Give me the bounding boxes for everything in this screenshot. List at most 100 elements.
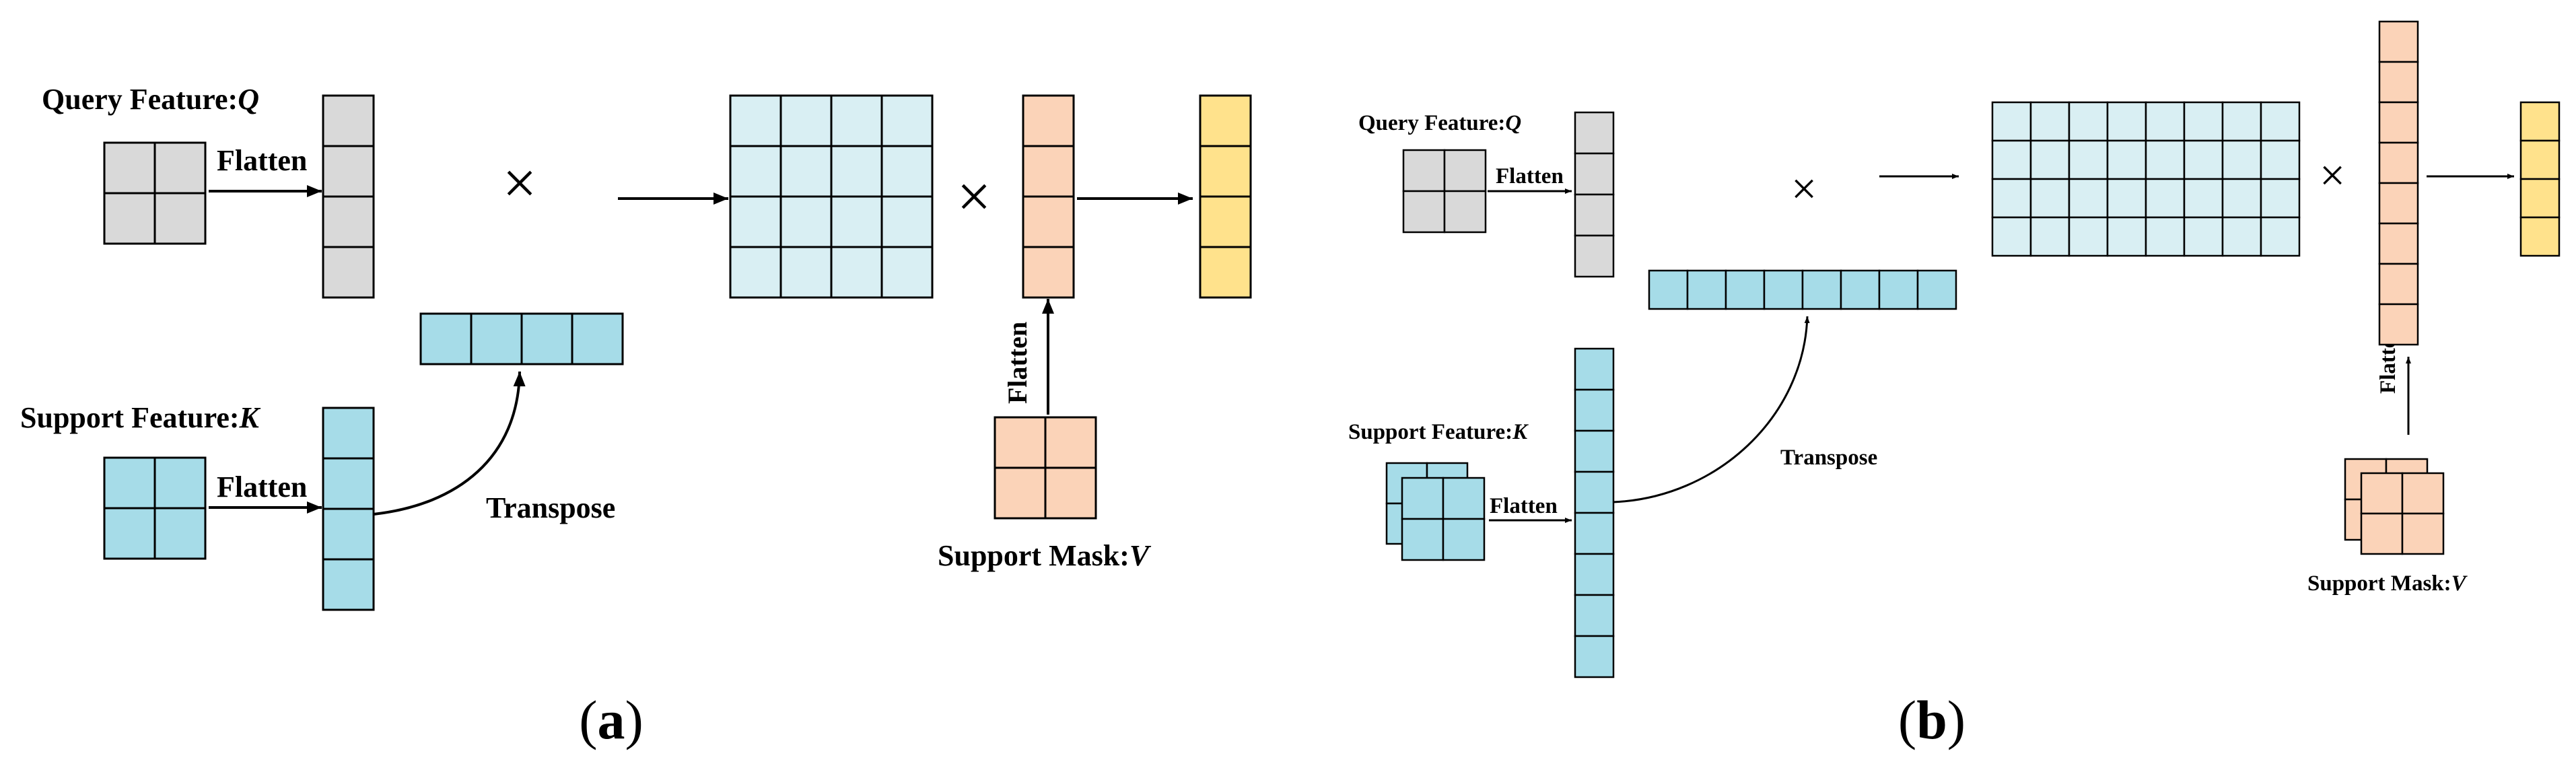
cell xyxy=(1402,190,1446,234)
cell xyxy=(1991,139,2032,180)
support-feature-label-b: Support Feature:K xyxy=(1348,420,1529,444)
support-flattened-vector xyxy=(322,407,375,611)
cell xyxy=(2068,139,2109,180)
cell xyxy=(1401,477,1444,520)
cell xyxy=(1916,269,1957,310)
cell xyxy=(2360,472,2404,515)
cell xyxy=(103,192,156,245)
cell xyxy=(1840,269,1881,310)
cell xyxy=(2378,262,2419,306)
cell xyxy=(1443,190,1487,234)
cell xyxy=(2401,472,2445,515)
cell xyxy=(520,312,573,365)
arrow-transpose xyxy=(373,371,526,516)
cell xyxy=(2260,178,2301,219)
cell xyxy=(2378,20,2419,63)
cell xyxy=(1686,269,1727,310)
output-vector xyxy=(1199,94,1252,299)
cell xyxy=(2378,61,2419,104)
cell xyxy=(830,94,883,147)
cell xyxy=(2360,512,2404,555)
cell xyxy=(103,141,156,195)
cell xyxy=(779,195,833,248)
cell xyxy=(1442,477,1486,520)
cell xyxy=(103,456,156,510)
cell xyxy=(2145,139,2186,180)
cell xyxy=(153,456,207,510)
cell xyxy=(1199,145,1252,198)
caption-b: (b) xyxy=(1898,689,1965,750)
cell xyxy=(1044,416,1097,469)
cell xyxy=(322,457,375,510)
cell xyxy=(1991,178,2032,219)
multiply-sign-1: × xyxy=(503,150,537,217)
cell xyxy=(2106,139,2147,180)
support-feature-label: Support Feature:K xyxy=(20,401,261,434)
cell xyxy=(322,195,375,248)
transposed-support-vector xyxy=(419,312,624,365)
cell xyxy=(994,466,1047,520)
cell xyxy=(322,407,375,460)
cell xyxy=(2183,216,2224,257)
cell xyxy=(2260,101,2301,142)
support-mask-stack-b xyxy=(2344,458,2445,555)
cell xyxy=(2221,216,2262,257)
multiply-sign-2: × xyxy=(957,164,991,230)
multiply-sign-2-b: × xyxy=(2320,149,2345,201)
cell xyxy=(2029,216,2070,257)
cell xyxy=(470,312,523,365)
cell xyxy=(1199,94,1252,147)
cell xyxy=(1574,635,1615,678)
cell xyxy=(2068,216,2109,257)
cell xyxy=(880,145,934,198)
cell xyxy=(2106,101,2147,142)
support-feature-stack-b xyxy=(1385,462,1486,561)
mask-flattened-vector-b xyxy=(2378,20,2419,346)
cell xyxy=(2183,101,2224,142)
support-mask-label-b: Support Mask:V xyxy=(2307,571,2468,596)
query-flattened-vector-b xyxy=(1574,111,1615,278)
cell xyxy=(779,145,833,198)
cell xyxy=(322,508,375,561)
cell xyxy=(153,507,207,560)
cell xyxy=(880,195,934,248)
cell xyxy=(2106,216,2147,257)
cell xyxy=(153,192,207,245)
cell xyxy=(779,246,833,299)
flatten-q-label-b: Flatten xyxy=(1496,164,1564,188)
transpose-label: Transpose xyxy=(486,491,615,524)
cell xyxy=(880,94,934,147)
cell xyxy=(994,416,1047,469)
cell xyxy=(1648,269,1689,310)
caption-a: (a) xyxy=(579,689,643,750)
cell xyxy=(322,246,375,299)
cell xyxy=(1574,347,1615,391)
cell xyxy=(1763,269,1804,310)
attention-matrix xyxy=(729,94,934,299)
cell xyxy=(2183,139,2224,180)
cell xyxy=(2519,139,2561,180)
support-mask-grid xyxy=(994,416,1097,520)
cell xyxy=(2519,178,2561,219)
cell xyxy=(1022,145,1075,198)
cell xyxy=(2378,222,2419,265)
cell xyxy=(2378,182,2419,225)
cell xyxy=(2378,101,2419,144)
cell xyxy=(2183,178,2224,219)
mask-flattened-vector xyxy=(1022,94,1075,299)
cell xyxy=(2519,216,2561,257)
query-flattened-vector xyxy=(322,94,375,299)
cell xyxy=(322,94,375,147)
cell xyxy=(729,246,782,299)
cell xyxy=(2221,139,2262,180)
cell xyxy=(103,507,156,560)
query-feature-grid xyxy=(103,141,207,245)
cell xyxy=(2519,101,2561,142)
cell xyxy=(1402,149,1446,193)
cell xyxy=(2378,303,2419,346)
cell xyxy=(1443,149,1487,193)
cell xyxy=(830,145,883,198)
cell xyxy=(322,145,375,198)
cell xyxy=(2260,216,2301,257)
